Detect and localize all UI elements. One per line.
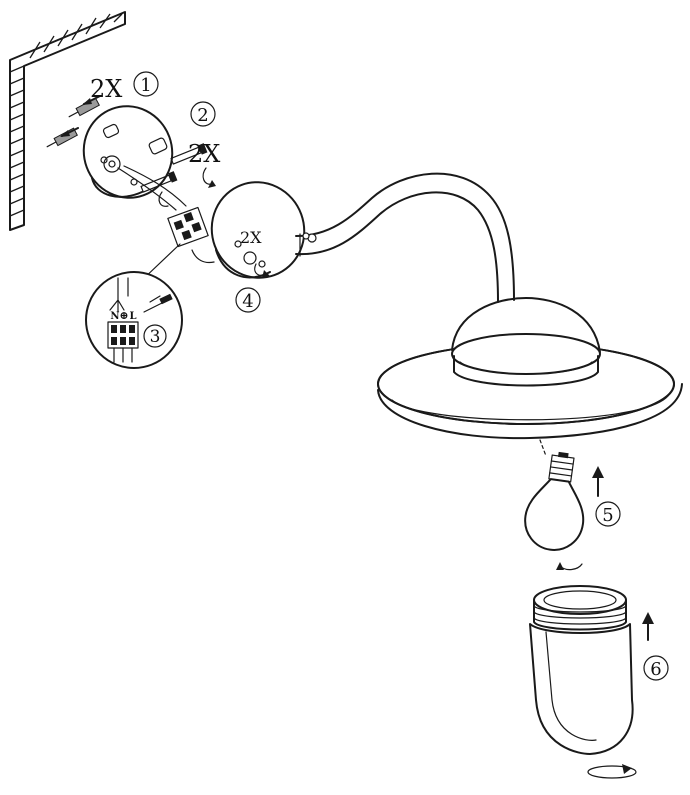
lamp-arm-icon (295, 172, 515, 303)
mounting-plate-icon (82, 105, 174, 199)
terminal-l-label: L (129, 311, 136, 322)
step6-number: 6 (650, 659, 661, 680)
terminal-earth-label: ⊕ (119, 309, 128, 322)
wall-icon (9, 11, 126, 231)
step5-number-badge: 5 (595, 501, 621, 527)
lamp-backplate-icon (210, 181, 306, 279)
wiring-terminal-icon (107, 321, 139, 363)
glass-shade-icon (529, 585, 654, 779)
terminal-block-icon (167, 206, 209, 248)
step2-number: 2 (197, 105, 208, 126)
step6-number-badge: 6 (643, 655, 669, 681)
step1-number-badge: 1 (133, 71, 159, 97)
step1-number: 1 (140, 75, 151, 96)
step1-quantity-label: 2X (90, 75, 122, 103)
step4-number-badge: 4 (235, 287, 261, 313)
step2-number-badge: 2 (190, 101, 216, 127)
step4-number: 4 (242, 291, 253, 312)
light-bulb-icon (524, 451, 604, 571)
screwdriver-icon (143, 293, 173, 313)
wall-plug-icon (46, 95, 101, 148)
step5-number: 5 (602, 505, 613, 526)
step2-quantity-label: 2X (188, 140, 220, 168)
wiring-callout: N ⊕ L 3 (85, 243, 183, 369)
step3-number: 3 (150, 327, 161, 347)
lamp-shade-icon (377, 297, 683, 457)
screw-icon (140, 143, 216, 207)
terminal-n-label: N (110, 311, 119, 322)
step4-quantity-label: 2X (240, 228, 262, 247)
